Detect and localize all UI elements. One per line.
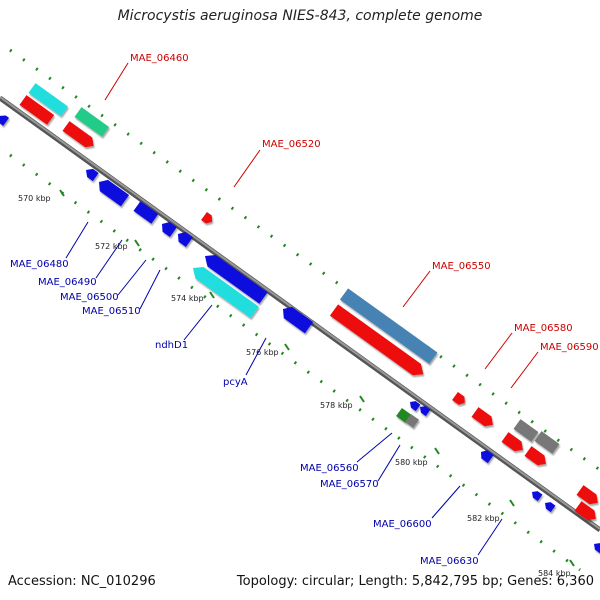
tick-label: 584 kbp [538, 569, 571, 578]
gene-label-mae-06490[interactable]: MAE_06490 [38, 277, 97, 288]
label-leader [431, 485, 461, 519]
gene-cyan-long[interactable] [189, 262, 259, 319]
gene-red-long[interactable] [329, 304, 427, 380]
gene-steel[interactable] [339, 288, 438, 364]
gene-blue[interactable] [133, 201, 159, 224]
outer-dotted-track [9, 48, 600, 472]
gene-blue-small[interactable] [158, 219, 177, 238]
gene-label-mae-06590[interactable]: MAE_06590 [540, 342, 599, 353]
tick-mark [359, 395, 365, 403]
gene-red-arrow[interactable] [524, 446, 549, 469]
tick-label: 580 kbp [395, 458, 428, 467]
gene-blue-small[interactable] [83, 166, 99, 182]
tick-mark [59, 189, 65, 197]
gene-label-mae-06560[interactable]: MAE_06560 [300, 463, 359, 474]
gene-green[interactable] [74, 107, 110, 137]
gene-red-small[interactable] [201, 211, 215, 226]
gene-blue-small[interactable] [530, 489, 543, 502]
gene-red-arrow[interactable] [576, 485, 600, 508]
tick-mark [434, 447, 440, 455]
accession-text: Accession: NC_010296 [8, 574, 156, 589]
label-leader [377, 444, 401, 482]
tick-label: 582 kbp [467, 514, 500, 523]
tick-label: 574 kbp [171, 294, 204, 303]
gene-red[interactable] [19, 95, 55, 125]
gene-blue-small[interactable] [478, 448, 494, 464]
gene-blue-arrow[interactable] [95, 176, 130, 207]
label-leader [95, 239, 123, 279]
tick-label: 570 kbp [18, 194, 51, 203]
gene-label-mae-06550[interactable]: MAE_06550 [432, 261, 491, 272]
label-leader [139, 269, 161, 310]
label-leader [484, 332, 513, 370]
gene-blue-small[interactable] [592, 541, 600, 554]
map-title: Microcystis aeruginosa NIES-843, complet… [117, 8, 483, 24]
gene-label-mae-06510[interactable]: MAE_06510 [82, 306, 141, 317]
gene-blue-arrow[interactable] [279, 303, 314, 334]
gene-label-mae-06480[interactable]: MAE_06480 [10, 259, 69, 270]
tick-mark [134, 239, 140, 247]
label-leader [104, 62, 129, 101]
label-leader [356, 432, 393, 463]
gene-gray[interactable] [513, 419, 539, 442]
label-leader [245, 337, 267, 376]
tick-mark [209, 291, 215, 299]
gene-label-ndhd1[interactable]: ndhD1 [155, 340, 188, 351]
gene-label-mae-06600[interactable]: MAE_06600 [373, 519, 432, 530]
label-leader [183, 304, 213, 341]
gene-label-mae-06570[interactable]: MAE_06570 [320, 479, 379, 490]
tick-mark [509, 499, 515, 507]
gene-blue-small[interactable] [408, 399, 421, 412]
gene-blue-long[interactable] [201, 250, 268, 304]
gene-blue-small[interactable] [174, 229, 193, 248]
gene-red-small[interactable] [452, 391, 468, 407]
gene-label-mae-06500[interactable]: MAE_06500 [60, 292, 119, 303]
tick-label: 578 kbp [320, 401, 353, 410]
gene-cyan[interactable] [28, 83, 68, 117]
gene-label-mae-06580[interactable]: MAE_06580 [514, 323, 573, 334]
gene-blue-small[interactable] [0, 112, 10, 126]
gene-gray[interactable] [534, 431, 560, 454]
gene-label-mae-06520[interactable]: MAE_06520 [262, 139, 321, 150]
tick-label: 572 kbp [95, 242, 128, 251]
gene-gray-small[interactable] [405, 413, 420, 428]
gene-label-pcya[interactable]: pcyA [223, 377, 248, 388]
gene-red-arrow[interactable] [471, 407, 496, 430]
label-leader [233, 149, 261, 188]
gene-label-mae-06460[interactable]: MAE_06460 [130, 53, 189, 64]
label-leader [117, 259, 147, 296]
gene-blue-small[interactable] [543, 500, 556, 513]
gene-red-arrow[interactable] [62, 121, 97, 151]
label-leader [510, 351, 539, 389]
tick-label: 576 kbp [246, 348, 279, 357]
inner-dotted-track [9, 153, 581, 572]
gene-label-mae-06630[interactable]: MAE_06630 [420, 556, 479, 567]
tick-mark [569, 559, 575, 567]
label-leader [65, 221, 89, 259]
tick-mark [284, 343, 290, 351]
genome-summary: Topology: circular; Length: 5,842,795 bp… [236, 574, 594, 589]
label-leader [477, 518, 503, 556]
label-leader [402, 270, 431, 308]
gene-red-arrow[interactable] [574, 501, 599, 524]
gene-blue-small[interactable] [418, 404, 431, 417]
gene-red-arrow[interactable] [501, 432, 526, 455]
